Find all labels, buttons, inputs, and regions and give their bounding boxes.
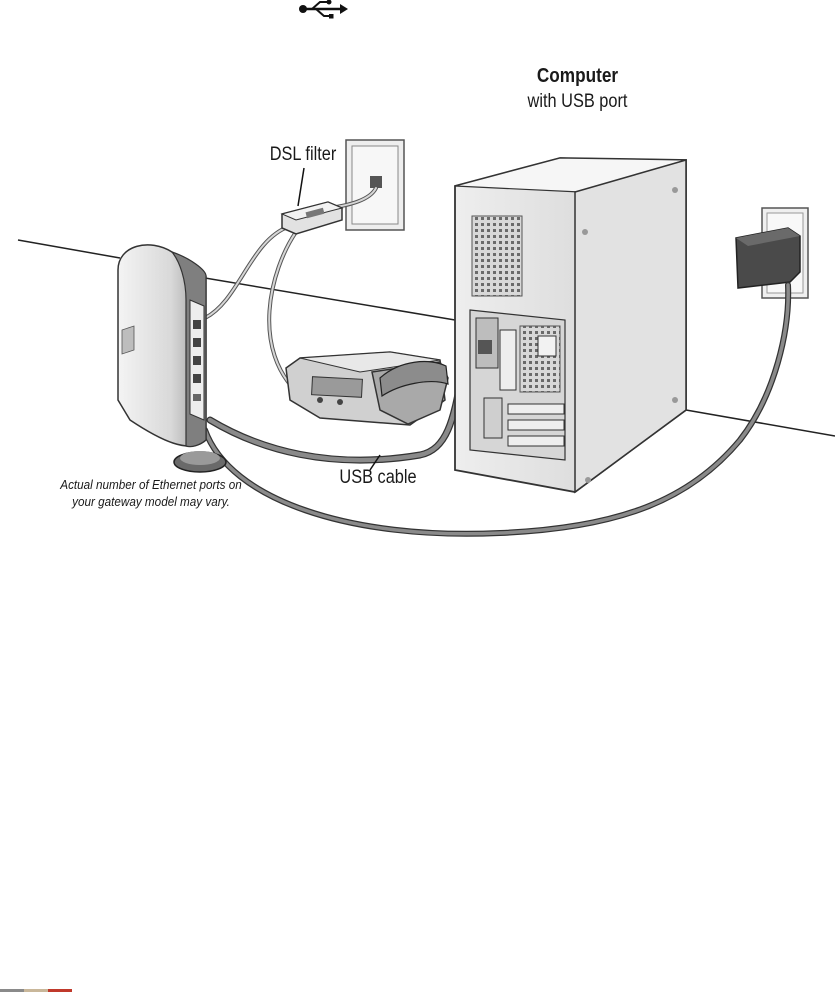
- footer-bar-gray: [0, 989, 24, 992]
- telephone: [285, 351, 449, 426]
- dsl-filter-label: DSL filter: [269, 144, 337, 165]
- computer-title: Computer: [536, 65, 619, 87]
- ethernet-ports-note: Actual number of Ethernet ports on your …: [48, 476, 255, 510]
- ethernet-note-line2: your gateway model may vary.: [72, 494, 230, 509]
- gateway-device: [117, 244, 227, 473]
- usb-cable-pointer: [369, 454, 381, 471]
- dsl-filter-device: [280, 201, 344, 235]
- table-edge: [17, 239, 835, 437]
- ethernet-note-line1: Actual number of Ethernet ports on: [60, 477, 242, 492]
- footer-bar-tan: [24, 989, 48, 992]
- computer-tower: [454, 157, 687, 494]
- phone-wall-jack: [345, 139, 405, 231]
- computer-subtitle: with USB port: [527, 91, 628, 112]
- footer-bar-red: [48, 989, 72, 992]
- power-adapter: [735, 227, 801, 289]
- dsl-filter-pointer: [297, 167, 305, 207]
- usb-cable-label: USB cable: [339, 467, 417, 488]
- usb-icon: [299, 0, 348, 19]
